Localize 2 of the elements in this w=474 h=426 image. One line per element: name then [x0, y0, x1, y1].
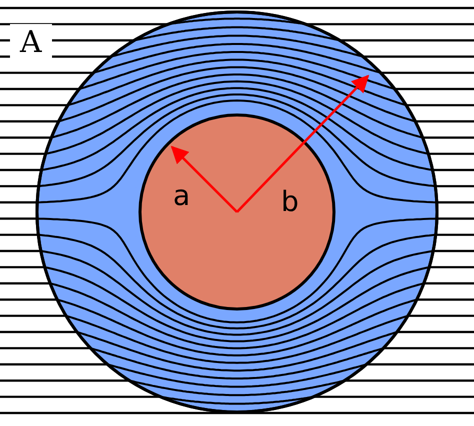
radius-label: b — [281, 188, 299, 216]
radius-label: a — [173, 182, 190, 210]
